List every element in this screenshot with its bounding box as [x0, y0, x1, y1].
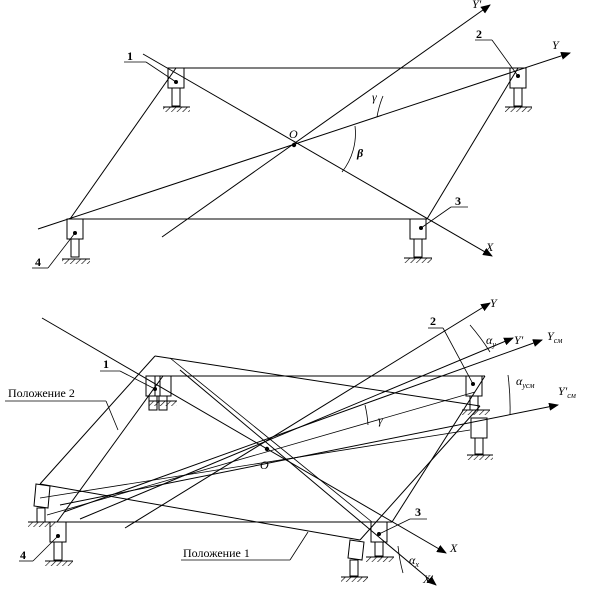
bottom-frame-left-edge — [56, 375, 164, 523]
top-label-center: O — [289, 127, 298, 141]
bottom-label-alpha-y: αy — [486, 333, 496, 349]
bottom-rot-frame-left — [39, 355, 156, 485]
bottom-leader-1b — [119, 370, 156, 390]
bottom-axis-y-cm — [63, 339, 543, 513]
bottom-label-position-2: Положение 2 — [8, 386, 75, 400]
bottom-rot-frame-right — [359, 405, 481, 541]
bottom-leader-pos1b — [289, 531, 309, 561]
bottom-diag-c — [46, 391, 476, 516]
top-axis-x — [142, 53, 493, 257]
bottom-number-1: 1 — [103, 357, 109, 371]
bottom-label-y-prime-cm: Y'см — [558, 384, 576, 400]
top-label-gamma: γ — [372, 90, 377, 104]
bottom-label-y-prime: Y' — [514, 333, 524, 347]
bottom-support-3 — [341, 521, 394, 582]
bottom-label-x: X — [449, 541, 458, 555]
top-label-y: Y — [552, 38, 560, 52]
top-leader-2b — [491, 39, 519, 77]
bottom-axis-x-prime — [179, 369, 437, 586]
bottom-label-alpha-ycm: αyсм — [516, 374, 535, 390]
bottom-alpha-x-arc — [397, 545, 404, 574]
bottom-alpha-ycm-arc — [507, 374, 511, 416]
bottom-axis-y — [124, 302, 491, 529]
top-label-x: X — [485, 240, 494, 254]
bottom-label-x-prime: X' — [422, 572, 433, 586]
bottom-leader-4b — [32, 535, 59, 562]
bottom-alpha-y-arc — [469, 324, 491, 353]
top-support-3 — [404, 218, 432, 263]
bottom-label-alpha-x: αx — [409, 553, 419, 569]
bottom-support-1 — [145, 375, 177, 411]
top-number-4: 4 — [35, 255, 41, 269]
bottom-label-y-cm: Yсм — [547, 329, 562, 345]
top-support-2 — [505, 67, 532, 112]
top-leader-4b — [47, 232, 76, 269]
top-number-2: 2 — [476, 27, 482, 41]
top-support-1 — [163, 67, 190, 112]
top-frame-left-edge — [69, 67, 177, 220]
top-support-4 — [62, 218, 90, 264]
bottom-number-2: 2 — [430, 314, 436, 328]
bottom-frame-right-edge — [391, 375, 486, 523]
bottom-label-position-1: Положение 1 — [183, 546, 250, 560]
bottom-axis-y-prime-cm — [59, 402, 559, 506]
top-number-3: 3 — [455, 194, 461, 208]
top-leader-1b — [145, 61, 177, 83]
bottom-rot-frame-bottom — [39, 483, 361, 541]
bottom-label-gamma: γ — [378, 413, 383, 427]
bottom-leader-2b — [442, 327, 474, 385]
bottom-diagram: Y Y' Yсм Y'см X X' O αy αyсм γ αx 1 2 3 … — [5, 296, 576, 586]
bottom-rot-frame-top — [154, 355, 481, 407]
bottom-support-4 — [28, 483, 73, 566]
top-label-y-prime: Y' — [472, 0, 482, 11]
top-frame-right-edge — [426, 67, 519, 220]
top-axis-y — [37, 52, 571, 230]
bottom-leader-pos2b — [105, 400, 119, 431]
top-number-1: 1 — [127, 49, 133, 63]
bottom-leader-3b — [378, 518, 411, 535]
bottom-diag-a — [169, 357, 373, 523]
top-beta-arc — [341, 125, 356, 173]
bottom-gamma-arc — [364, 404, 369, 426]
bottom-center-point — [264, 446, 270, 452]
bottom-number-4: 4 — [20, 548, 26, 562]
top-leader-3b — [420, 206, 452, 229]
bottom-label-center: O — [260, 458, 269, 472]
top-center-point — [291, 142, 297, 148]
bottom-diag-b — [39, 429, 471, 499]
bottom-support-2 — [462, 375, 493, 460]
bottom-number-3: 3 — [415, 505, 421, 519]
top-gamma-arc — [376, 95, 384, 118]
bottom-label-y: Y — [490, 296, 498, 310]
top-axis-y-prime — [161, 4, 491, 238]
top-label-beta: β — [356, 146, 364, 160]
top-diagram: Y' Y X O γ β 1 2 3 4 — [32, 0, 571, 269]
bottom-axis-x — [41, 317, 447, 554]
